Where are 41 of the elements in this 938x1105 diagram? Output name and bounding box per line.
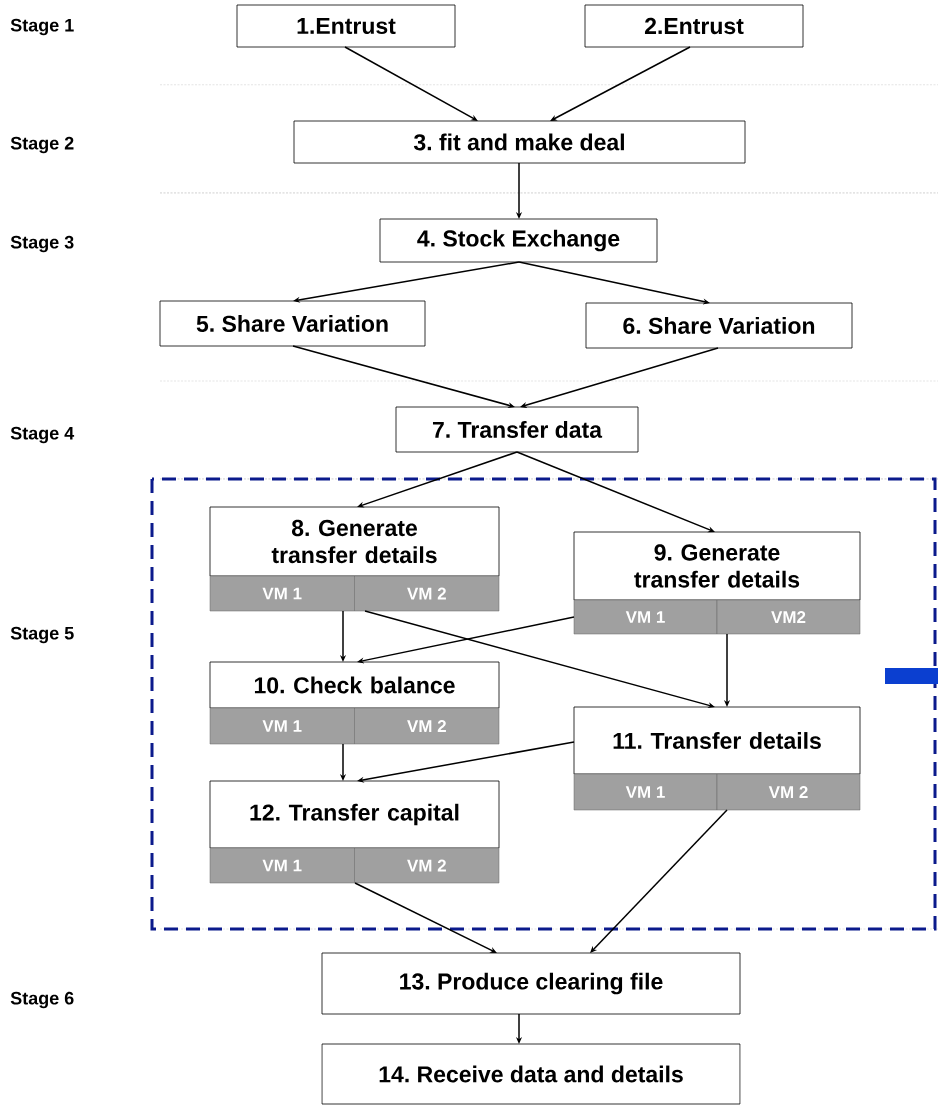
process-box: 5. Share Variation bbox=[159, 300, 426, 347]
stage-label: Stage 2 bbox=[10, 136, 74, 154]
process-box: 8. Generate transfer details bbox=[209, 506, 500, 577]
process-box: 14. Receive data and details bbox=[321, 1043, 741, 1105]
process-box: 1.Entrust bbox=[236, 4, 456, 48]
process-box: 10. Check balance bbox=[209, 661, 500, 709]
process-box: 4. Stock Exchange bbox=[379, 218, 658, 263]
process-box: 2.Entrust bbox=[584, 4, 804, 48]
stage-label: Stage 1 bbox=[10, 18, 74, 36]
process-box: 7. Transfer data bbox=[395, 406, 639, 453]
arrow bbox=[344, 46, 478, 121]
process-box: 6. Share Variation bbox=[585, 302, 853, 349]
arrow bbox=[590, 809, 728, 953]
process-box: 3. fit and make deal bbox=[293, 120, 746, 164]
process-box: 11. Transfer details bbox=[573, 706, 861, 775]
vm-cell: VM 1 bbox=[209, 575, 355, 612]
vm-cell: VM 1 bbox=[209, 847, 355, 884]
vm-cell: VM 1 bbox=[209, 707, 355, 745]
vm-cell: VM2 bbox=[716, 599, 861, 635]
vm-cell: VM 1 bbox=[573, 599, 718, 635]
arrow bbox=[518, 261, 710, 305]
process-box: 9. Generate transfer details bbox=[573, 531, 861, 601]
vm-cell: VM 2 bbox=[354, 707, 500, 745]
arrow bbox=[550, 46, 691, 121]
arrow bbox=[293, 261, 520, 303]
arrow bbox=[357, 741, 575, 783]
process-box: 13. Produce clearing file bbox=[321, 952, 741, 1015]
vm-cell: VM 2 bbox=[354, 575, 500, 612]
arrow bbox=[357, 616, 575, 664]
vm-cell: VM 2 bbox=[354, 847, 500, 884]
vm-cell: VM 1 bbox=[573, 773, 718, 811]
vm-cell: VM 2 bbox=[716, 773, 861, 811]
stage-label: Stage 5 bbox=[10, 626, 74, 644]
stage-label: Stage 4 bbox=[10, 426, 75, 444]
stage-label: Stage 6 bbox=[10, 991, 74, 1009]
process-box: 12. Transfer capital bbox=[209, 780, 500, 849]
stage-label: Stage 3 bbox=[10, 235, 74, 253]
arrow bbox=[520, 347, 719, 408]
arrow bbox=[516, 451, 715, 533]
arrow bbox=[354, 882, 497, 953]
arrow bbox=[357, 451, 518, 508]
